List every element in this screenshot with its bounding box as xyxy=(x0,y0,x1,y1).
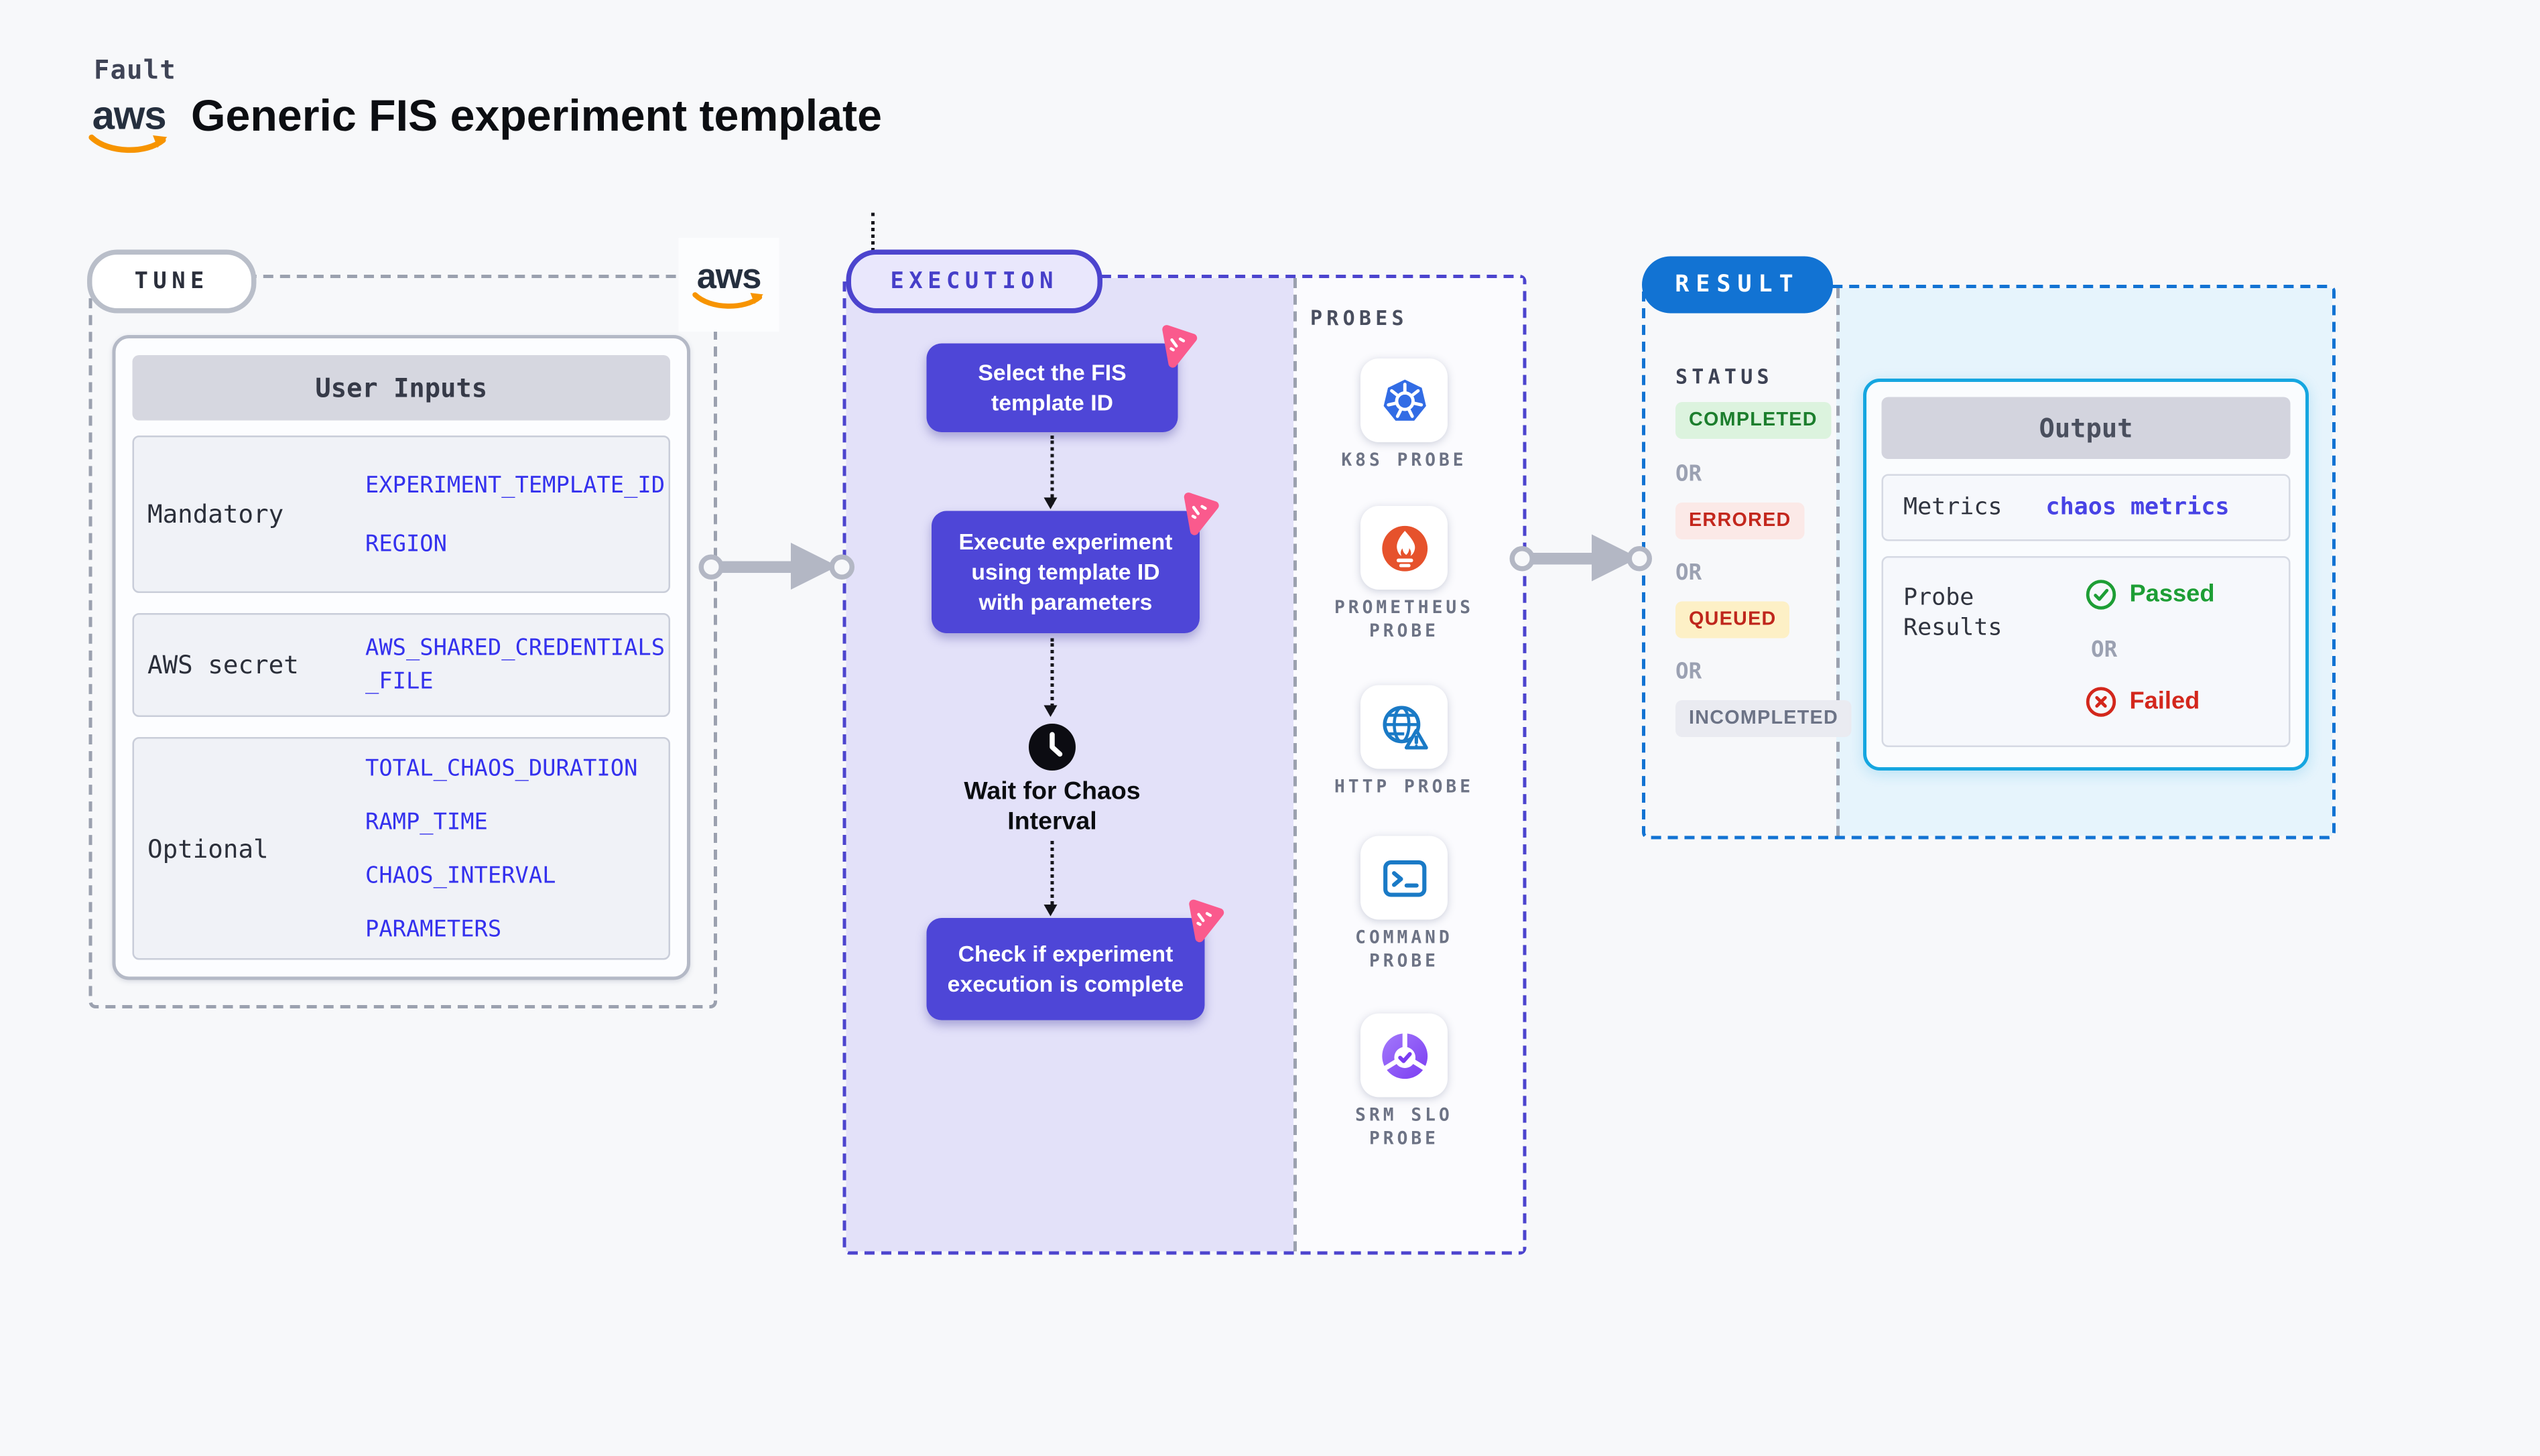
flow-dotted-arrow xyxy=(1043,841,1058,917)
aws-logo: aws xyxy=(87,94,171,156)
status-badge-queued: QUEUED xyxy=(1675,601,1790,639)
tune-section-label: TUNE xyxy=(134,268,209,295)
user-inputs-title: User Inputs xyxy=(315,373,488,403)
aws-wordmark: aws xyxy=(92,94,167,139)
probe-label-prometheus: PROMETHEUS PROBE xyxy=(1334,598,1474,642)
output-row-metrics: Metrics chaos metrics xyxy=(1881,474,2291,541)
output-title: Output xyxy=(2039,413,2133,444)
output-row-probe-results: Probe Results Passed OR Failed xyxy=(1881,556,2291,747)
table-row-aws-secret: AWS secret AWS_SHARED_CREDENTIALS _FILE xyxy=(132,613,670,717)
chaos-hub-icon xyxy=(1189,899,1224,943)
probe-label-k8s: K8S PROBE xyxy=(1341,450,1467,471)
panel-divider xyxy=(1293,278,1297,1252)
step-label-line: Check if experiment xyxy=(958,940,1173,966)
table-row-mandatory: Mandatory EXPERIMENT_TEMPLATE_ID REGION xyxy=(132,436,670,593)
step-label-line: template ID xyxy=(991,389,1113,415)
input-variable: REGION xyxy=(365,530,447,557)
http-globe-warning-icon xyxy=(1382,705,1427,749)
aws-smile-icon xyxy=(88,134,168,153)
user-inputs-card: User Inputs Mandatory EXPERIMENT_TEMPLAT… xyxy=(112,335,690,980)
prometheus-icon xyxy=(1381,525,1427,571)
output-card-header: Output xyxy=(1881,397,2291,459)
slo-pie-check-icon xyxy=(1381,1031,1427,1078)
result-section-label: RESULT xyxy=(1675,271,1800,298)
execution-section-pill: EXECUTION xyxy=(846,249,1102,314)
probe-label-command: COMMAND PROBE xyxy=(1355,928,1453,972)
step-label-line: Execute experiment xyxy=(958,528,1173,554)
input-variable: AWS_SHARED_CREDENTIALS xyxy=(365,635,665,662)
metrics-label: Metrics xyxy=(1903,494,2003,521)
flow-dotted-arrow xyxy=(1043,436,1058,509)
x-circle-icon xyxy=(2086,687,2116,717)
dotted-connector-stub xyxy=(871,212,875,251)
input-variable: TOTAL_CHAOS_DURATION xyxy=(365,754,638,782)
step-label-line: with parameters xyxy=(978,588,1153,614)
probe-label-srm-slo: SRM SLO PROBE xyxy=(1355,1106,1453,1149)
or-separator: OR xyxy=(2091,638,2118,664)
check-circle-icon xyxy=(2086,580,2116,610)
input-variable: PARAMETERS xyxy=(365,915,502,943)
step-select-template: Select the FIS template ID xyxy=(926,325,1198,432)
aws-logo-tune: aws xyxy=(678,238,779,332)
step-label-line: Select the FIS xyxy=(978,359,1127,385)
row-label: Mandatory xyxy=(147,499,284,529)
terminal-icon xyxy=(1382,859,1426,897)
execution-section-label: EXECUTION xyxy=(890,268,1058,295)
flow-dotted-arrow xyxy=(1043,638,1058,717)
probe-result-passed: Passed xyxy=(2084,578,2214,612)
aws-wordmark: aws xyxy=(696,257,762,296)
clock-icon xyxy=(1027,722,1078,773)
metrics-value-link: chaos metrics xyxy=(2045,494,2230,521)
step-label-line: execution is complete xyxy=(947,970,1184,996)
step-label-line: Wait for Chaos xyxy=(964,777,1141,806)
status-badge-completed: COMPLETED xyxy=(1675,402,1831,439)
probe-label-http: HTTP PROBE xyxy=(1334,777,1474,797)
execution-flow-panel xyxy=(846,278,1293,1252)
user-inputs-header: User Inputs xyxy=(132,355,670,421)
step-wait-interval: Wait for Chaos Interval xyxy=(927,777,1178,836)
status-badge-incompleted: INCOMPLETED xyxy=(1675,700,1852,737)
status-column-label: STATUS xyxy=(1675,365,1773,389)
output-card: Output Metrics chaos metrics Probe Resul… xyxy=(1863,379,2309,771)
page-title: Generic FIS experiment template xyxy=(191,90,882,141)
chaos-hub-icon xyxy=(1162,325,1198,368)
probe-card-http xyxy=(1360,685,1448,769)
brand-label: Fault xyxy=(94,55,176,86)
table-row-optional: Optional TOTAL_CHAOS_DURATION RAMP_TIME … xyxy=(132,737,670,960)
step-check-complete: Check if experiment execution is complet… xyxy=(926,899,1224,1020)
status-badge-errored: ERRORED xyxy=(1675,503,1805,539)
step-label-line: using template ID xyxy=(971,558,1160,584)
probe-results-label: Probe Results xyxy=(1903,584,2003,642)
probes-column-label: PROBES xyxy=(1310,306,1408,330)
tune-section-box xyxy=(88,275,717,1008)
tune-section-pill: TUNE xyxy=(87,249,257,314)
or-separator: OR xyxy=(1675,462,1702,488)
aws-smile-icon xyxy=(692,291,763,308)
or-separator: OR xyxy=(1675,660,1702,685)
probe-card-k8s xyxy=(1360,358,1448,442)
input-variable: _FILE xyxy=(365,668,434,696)
panel-divider xyxy=(1836,288,1840,836)
kubernetes-icon xyxy=(1383,379,1425,420)
input-variable: EXPERIMENT_TEMPLATE_ID xyxy=(365,471,665,499)
probe-card-command xyxy=(1360,836,1448,920)
chaos-hub-icon xyxy=(1184,492,1219,535)
result-section-pill: RESULT xyxy=(1642,256,1833,314)
row-label: AWS secret xyxy=(147,650,299,680)
probe-card-prometheus xyxy=(1360,506,1448,590)
or-separator: OR xyxy=(1675,561,1702,587)
input-variable: CHAOS_INTERVAL xyxy=(365,862,556,889)
row-label: Optional xyxy=(147,833,269,864)
step-label-line: Interval xyxy=(1007,806,1097,836)
probe-card-srm-slo xyxy=(1360,1013,1448,1098)
step-execute-experiment: Execute experiment using template ID wit… xyxy=(932,492,1219,633)
probe-result-failed: Failed xyxy=(2084,685,2200,719)
input-variable: RAMP_TIME xyxy=(365,808,488,836)
